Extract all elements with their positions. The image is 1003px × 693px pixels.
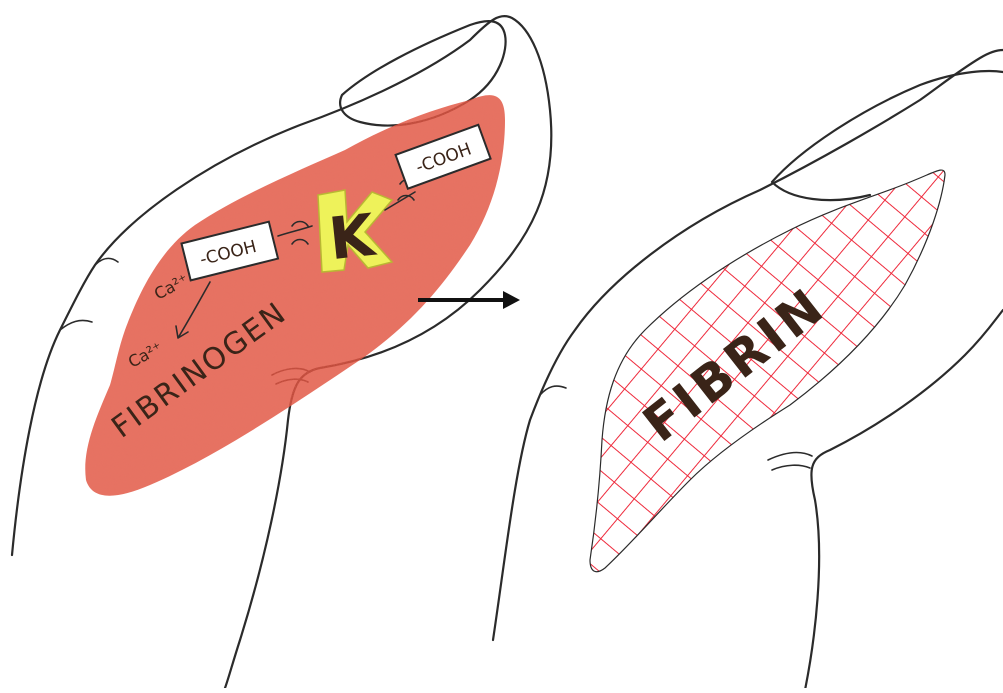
- left-finger-crease: [60, 258, 118, 330]
- right-nail-outline: [772, 71, 1003, 200]
- fibrin-mesh: FIBRIN: [590, 170, 945, 572]
- enzyme-k-label: K: [326, 201, 380, 274]
- right-knuckle-crease: [768, 453, 812, 470]
